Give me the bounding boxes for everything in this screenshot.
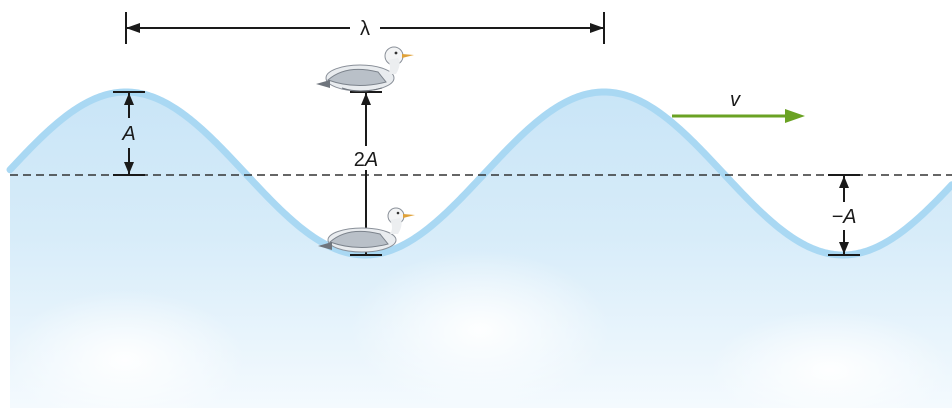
negative-amplitude-dimension	[828, 174, 860, 256]
wave-surface	[6, 88, 952, 259]
velocity-label: v	[730, 89, 741, 111]
wavelength-label: λ	[360, 18, 370, 40]
amplitude-dimension	[113, 91, 145, 176]
double-amplitude-label: 2A	[354, 149, 378, 171]
seagull-icon	[316, 46, 414, 92]
wavelength-dimension	[125, 12, 605, 44]
water-highlights	[5, 250, 950, 413]
seagull-icon	[318, 207, 415, 253]
velocity-arrow	[672, 109, 805, 123]
negative-amplitude-label: −A	[831, 206, 856, 228]
amplitude-label: A	[121, 123, 135, 145]
